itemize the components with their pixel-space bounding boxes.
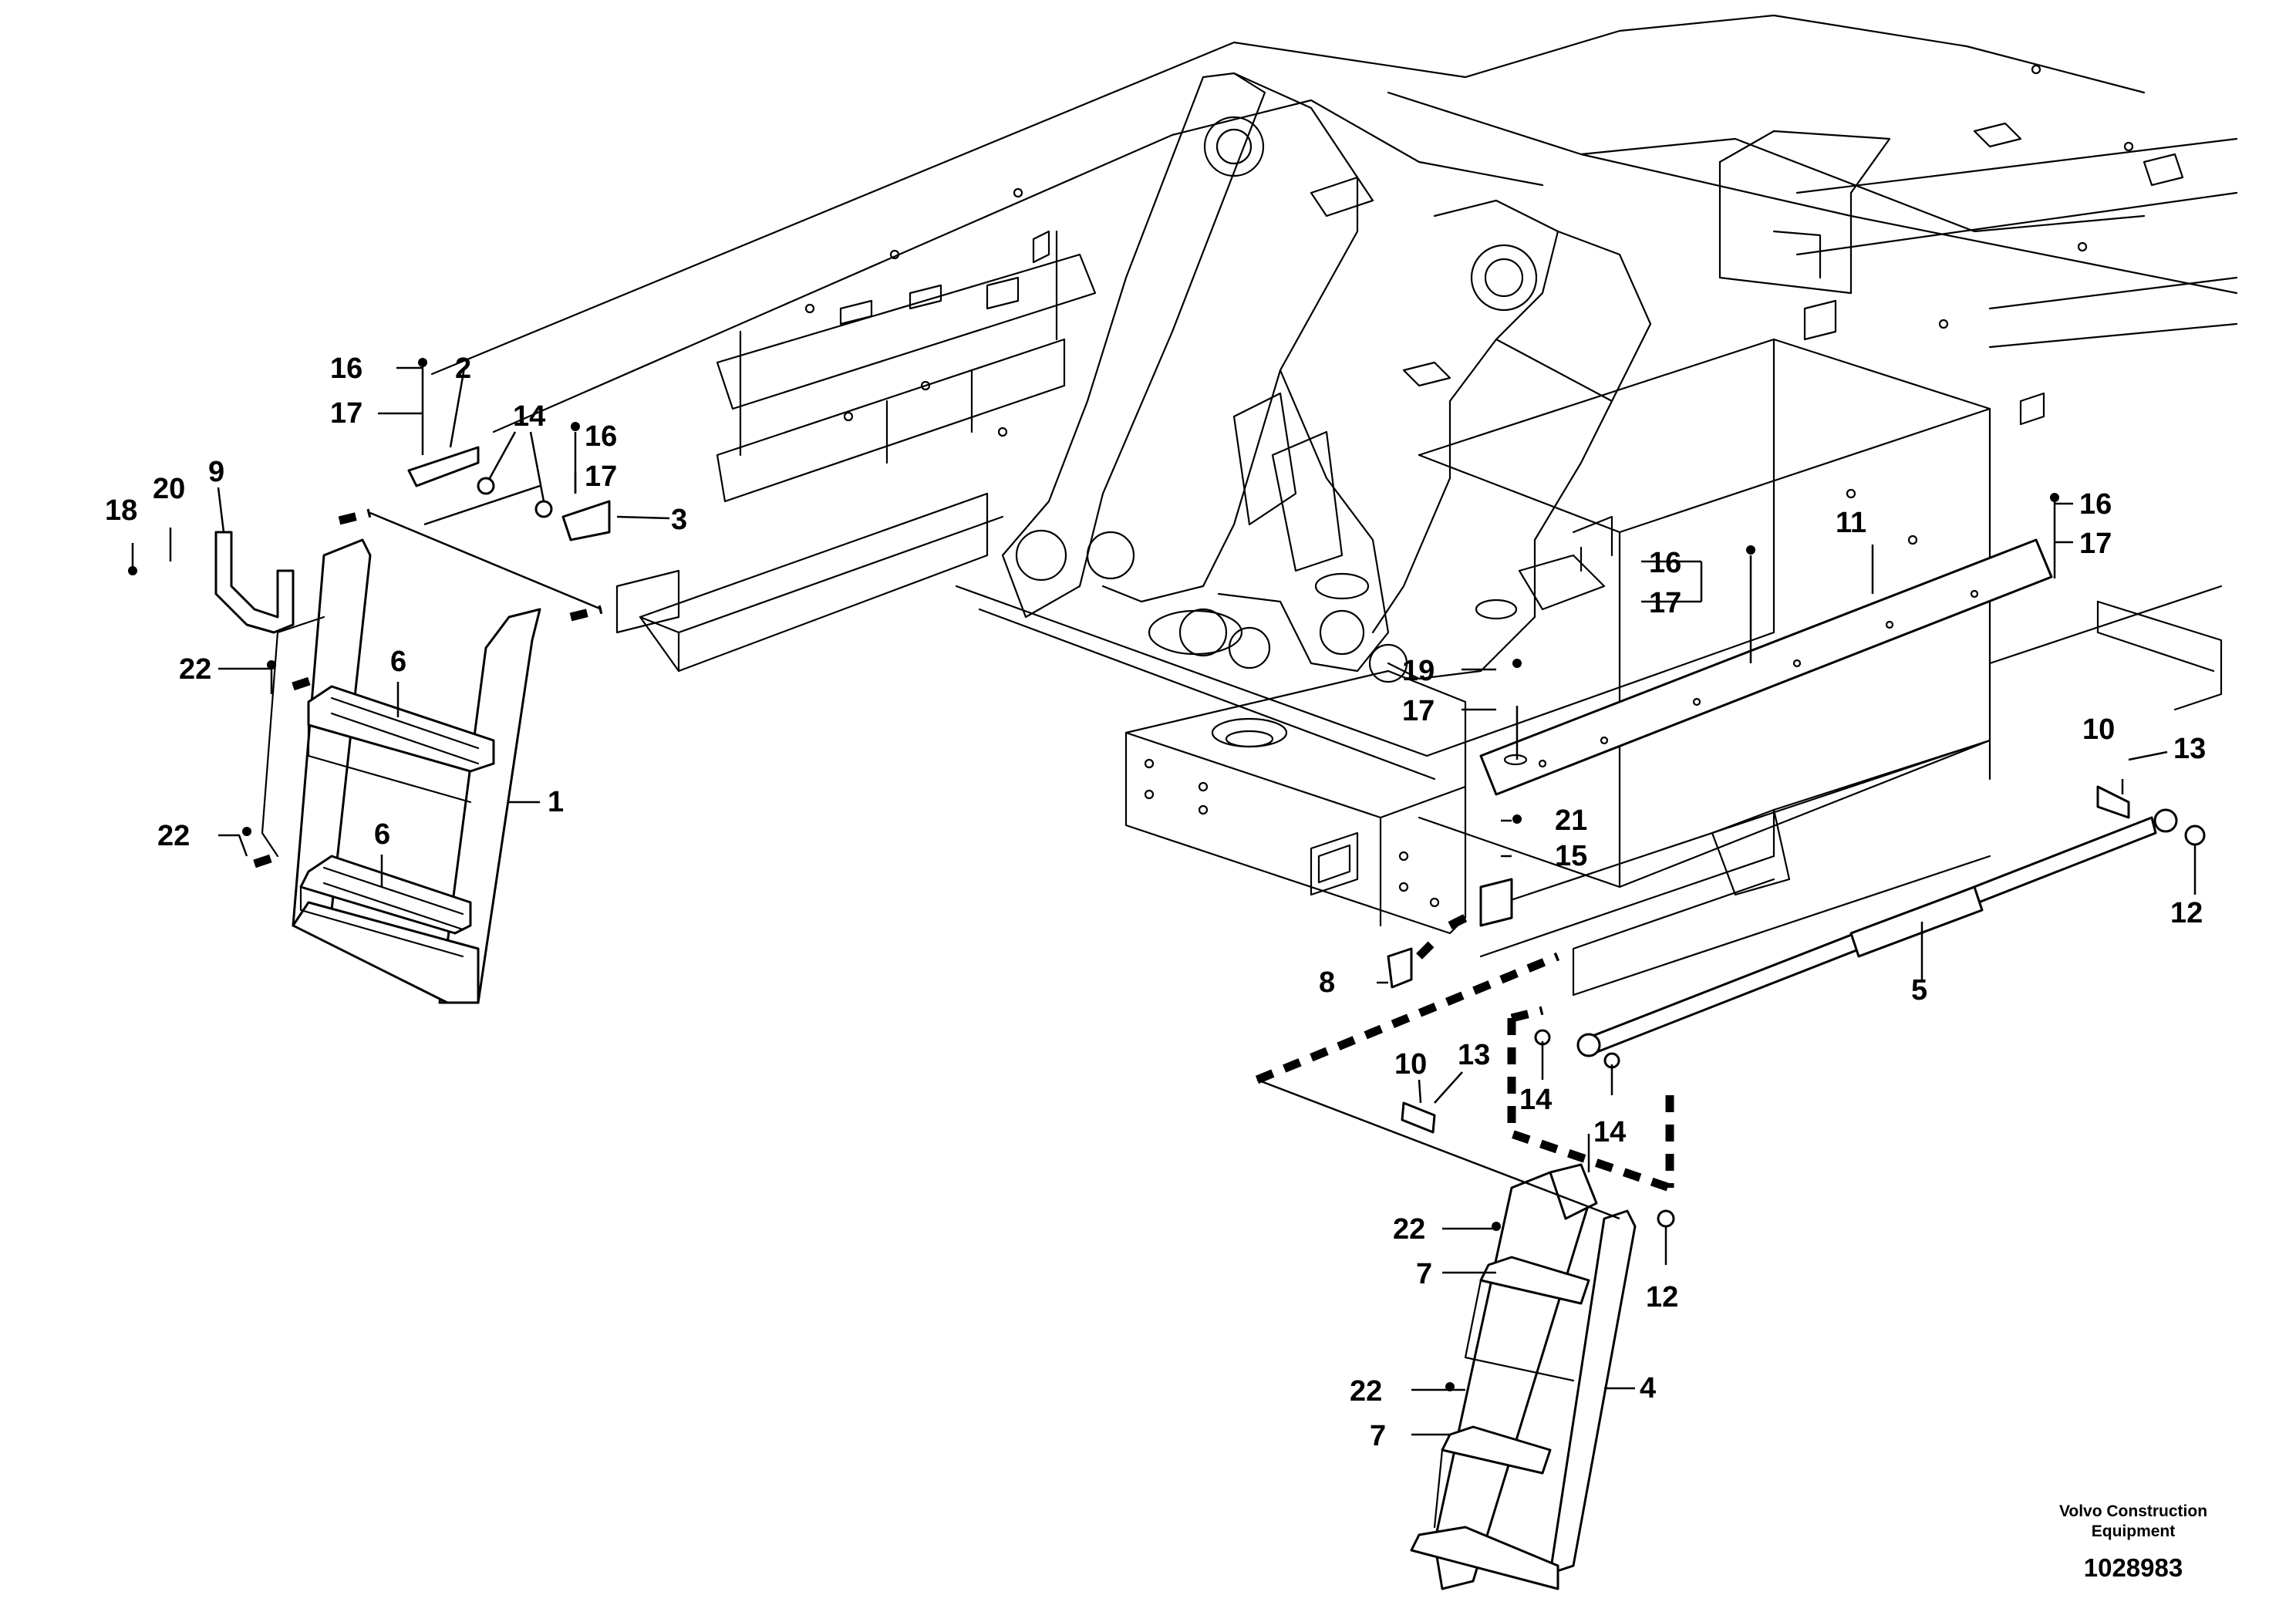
cover-plate-lines — [1515, 501, 2056, 760]
callout-19: 19 — [1402, 655, 1435, 687]
pin-part-10-right — [2096, 785, 2130, 819]
callout-18: 18 — [105, 494, 137, 527]
callout-17-center: 17 — [585, 460, 617, 493]
step-plate-holes-upper — [330, 696, 480, 765]
callout-10-right: 10 — [2082, 713, 2115, 746]
pin-part-10-left — [1401, 1101, 1436, 1134]
callout-17-left: 17 — [330, 397, 362, 430]
cover-plate-holes — [1503, 589, 1979, 768]
brand-line-1: Volvo Construction — [2059, 1502, 2207, 1520]
step-assembly-part-1 — [261, 538, 541, 1004]
callout-3: 3 — [671, 504, 687, 536]
callout-16-center: 16 — [585, 420, 617, 453]
handrail-part-9 — [214, 531, 295, 634]
callout-17-lower: 17 — [1402, 695, 1435, 727]
right-alignment-dashes — [1255, 914, 1674, 1220]
callout-4: 4 — [1640, 1372, 1656, 1404]
callout-14-upper: 14 — [513, 400, 545, 433]
upper-frame-illustration — [430, 14, 2238, 996]
callout-7-upper: 7 — [1416, 1258, 1432, 1290]
fastener-markers — [128, 358, 2059, 1391]
callout-17-mid: 17 — [1649, 587, 1681, 619]
bracket-part-15 — [1479, 878, 1513, 927]
callout-8: 8 — [1319, 966, 1335, 999]
callout-13-right: 13 — [2173, 733, 2206, 765]
callout-22-upper-right: 22 — [1393, 1213, 1425, 1246]
callout-22-lower-right: 22 — [1350, 1375, 1382, 1408]
callout-14-strut-left: 14 — [1519, 1084, 1552, 1116]
document-number: 1028983 — [2084, 1553, 2183, 1582]
callout-15: 15 — [1555, 840, 1587, 872]
bracket-part-8 — [1387, 947, 1413, 989]
callout-12-right: 12 — [2170, 897, 2203, 929]
cover-plate-part-11 — [1479, 538, 2053, 796]
washer-part-14-right — [534, 500, 553, 518]
left-alignment-dashes — [253, 484, 603, 868]
callout-21: 21 — [1555, 804, 1587, 837]
callout-17-right: 17 — [2079, 528, 2112, 560]
leader-lines — [131, 366, 2197, 1436]
callout-1: 1 — [548, 786, 564, 818]
callout-6-lower: 6 — [374, 818, 390, 851]
step-plate-holes-lower — [322, 866, 464, 931]
callout-16-right: 16 — [2079, 488, 2112, 521]
callout-14-strut-right: 14 — [1593, 1116, 1626, 1148]
callout-12-lower: 12 — [1646, 1281, 1678, 1313]
callout-22-upper-left: 22 — [179, 653, 211, 686]
washer-part-14-left — [477, 477, 495, 495]
washer-part-12-lower — [1657, 1209, 1675, 1228]
callout-13-left: 13 — [1458, 1039, 1490, 1071]
callout-5: 5 — [1911, 974, 1927, 1007]
callout-2: 2 — [455, 352, 471, 385]
callout-22-lower-left: 22 — [157, 820, 190, 852]
callout-11: 11 — [1836, 507, 1866, 539]
callout-6-upper: 6 — [390, 646, 406, 678]
footer: Volvo Construction Equipment 1028983 — [2059, 1502, 2207, 1582]
brand-line-2: Equipment — [2092, 1523, 2176, 1540]
callout-labels: 1 2 3 4 5 6 6 7 7 8 9 10 10 11 12 12 13 … — [105, 352, 2206, 1452]
gas-strut-part-5 — [1576, 808, 2206, 1057]
callout-16-left: 16 — [330, 352, 362, 385]
callout-10-left: 10 — [1394, 1048, 1427, 1081]
callout-7-lower: 7 — [1370, 1420, 1386, 1452]
hinge-bracket-part-2 — [407, 446, 480, 487]
step-assembly-part-4 — [1410, 1163, 1637, 1590]
callout-16-mid: 16 — [1649, 547, 1681, 579]
callout-9: 9 — [208, 456, 224, 488]
callout-20: 20 — [153, 473, 185, 505]
hinge-bracket-part-3 — [561, 500, 611, 541]
